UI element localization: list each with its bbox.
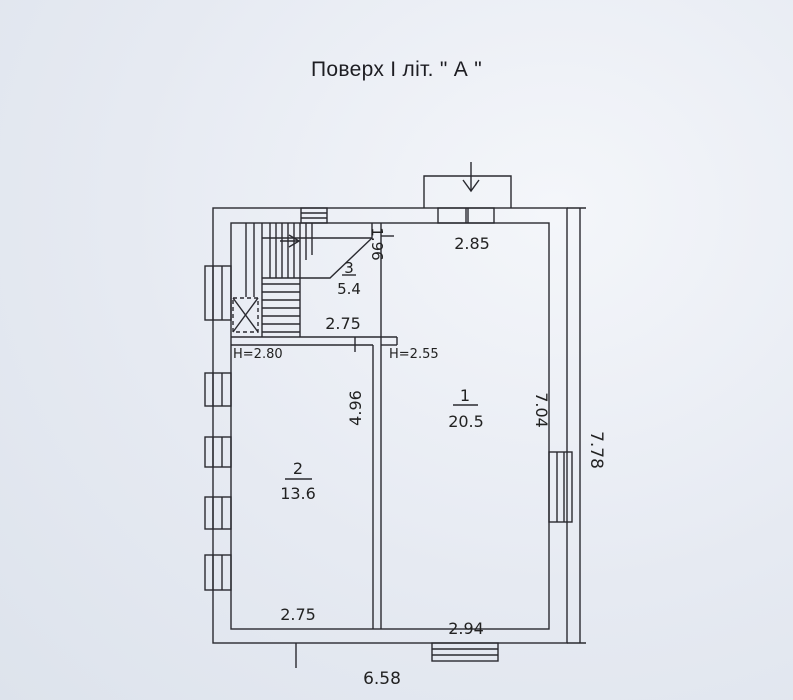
room-2-number: 2 bbox=[293, 459, 303, 478]
room-1-area: 20.5 bbox=[448, 412, 484, 431]
inner-wall-line bbox=[230, 222, 550, 630]
room-3-number: 3 bbox=[344, 259, 354, 277]
entrance-porch bbox=[423, 175, 512, 208]
floor-title: Поверх І літ. " А " bbox=[311, 58, 482, 81]
staircase bbox=[245, 223, 373, 337]
dim-room1-height: 7.04 bbox=[532, 392, 551, 428]
room-2-height: H=2.80 bbox=[233, 347, 283, 362]
dim-room3-height: 1.96 bbox=[368, 227, 386, 260]
outer-wall bbox=[212, 207, 568, 644]
window-right bbox=[548, 451, 573, 523]
ventilation-shaft bbox=[232, 297, 259, 333]
room-3-area: 5.4 bbox=[337, 280, 361, 298]
dim-overall-height: 7.78 bbox=[586, 431, 606, 469]
dim-room2-height: 4.96 bbox=[346, 390, 365, 426]
dim-room1-bottom: 2.94 bbox=[448, 619, 484, 638]
window-bottom bbox=[431, 642, 499, 662]
dim-overall-width: 6.58 bbox=[363, 669, 401, 689]
dim-room3-width: 2.75 bbox=[325, 314, 361, 333]
dim-room2-bottom: 2.75 bbox=[280, 605, 316, 624]
window-left-group bbox=[204, 265, 232, 591]
room-1-number: 1 bbox=[460, 386, 470, 405]
room-1-height: H=2.55 bbox=[389, 347, 439, 362]
room-2-area: 13.6 bbox=[280, 484, 316, 503]
window-top-left bbox=[300, 207, 328, 224]
dim-room1-top: 2.85 bbox=[454, 234, 490, 253]
